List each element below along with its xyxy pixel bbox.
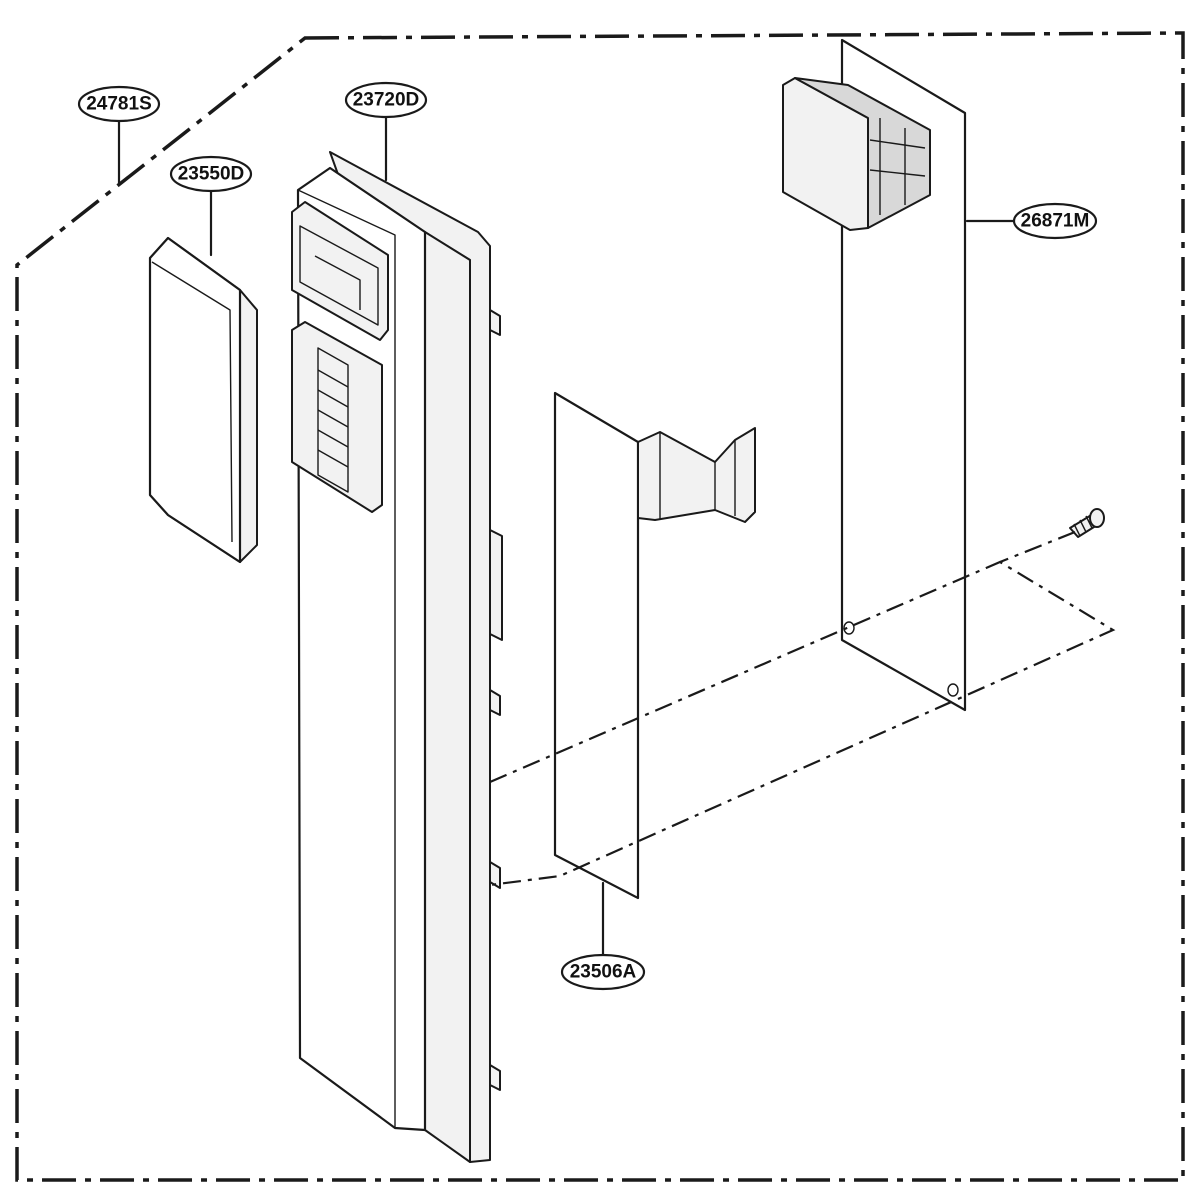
- insulating-sheet-part: [553, 391, 756, 900]
- pcb-panel-part: [782, 38, 967, 712]
- cover-cap-part: [148, 236, 258, 564]
- callout-label-23720D: 23720D: [353, 90, 420, 111]
- callout-label-23550D: 23550D: [178, 164, 245, 185]
- callout-23550D: 23550D: [169, 155, 253, 193]
- screw-part: [1069, 508, 1105, 538]
- callout-26871M: 26871M: [1012, 202, 1098, 240]
- callout-23506A: 23506A: [560, 953, 646, 991]
- main-housing-part: [291, 151, 503, 1163]
- leader-lines: [117, 115, 1016, 957]
- callout-label-26871M: 26871M: [1021, 211, 1090, 232]
- callout-24781S: 24781S: [77, 85, 161, 123]
- assembly-lines: [489, 530, 1116, 887]
- callout-23720D: 23720D: [344, 81, 428, 119]
- callout-label-24781S: 24781S: [86, 94, 152, 115]
- callout-label-23506A: 23506A: [570, 962, 637, 983]
